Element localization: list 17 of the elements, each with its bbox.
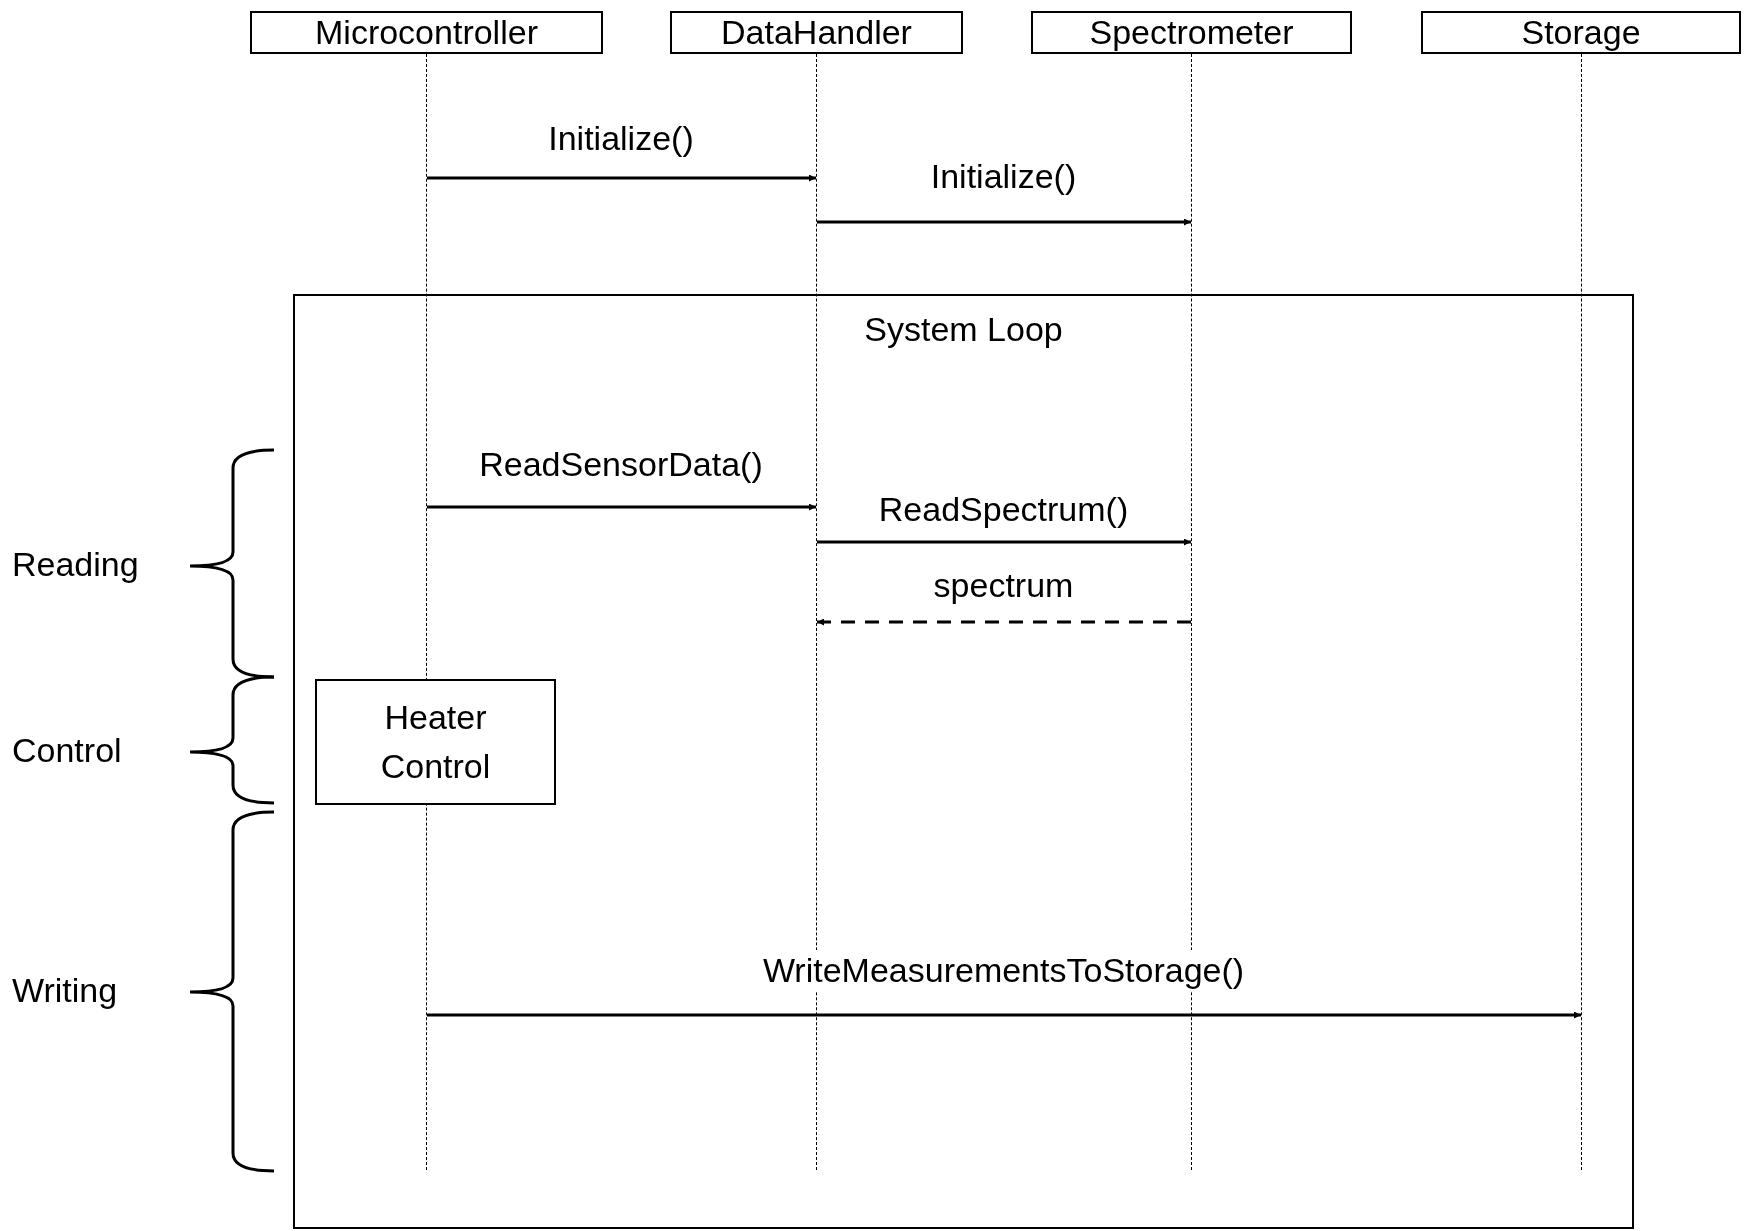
message-arrow bbox=[427, 503, 816, 511]
lifeline-header: Storage bbox=[1421, 11, 1741, 54]
message-arrow bbox=[817, 618, 1191, 626]
message-arrow bbox=[427, 1011, 1581, 1019]
process-box: Heater Control bbox=[315, 679, 556, 805]
message-arrow bbox=[817, 538, 1191, 546]
lifeline-header: Spectrometer bbox=[1031, 11, 1352, 54]
phase-label: Control bbox=[12, 730, 122, 771]
phase-label: Reading bbox=[12, 544, 139, 585]
message-arrow bbox=[817, 218, 1191, 226]
frame-title: System Loop bbox=[863, 309, 1064, 350]
lifeline-header: Microcontroller bbox=[250, 11, 603, 54]
loop-frame bbox=[293, 294, 1634, 1229]
message-arrow bbox=[427, 174, 816, 182]
phase-label: Writing bbox=[12, 970, 118, 1011]
lifeline bbox=[1581, 54, 1582, 1170]
lifeline-header: DataHandler bbox=[670, 11, 963, 54]
